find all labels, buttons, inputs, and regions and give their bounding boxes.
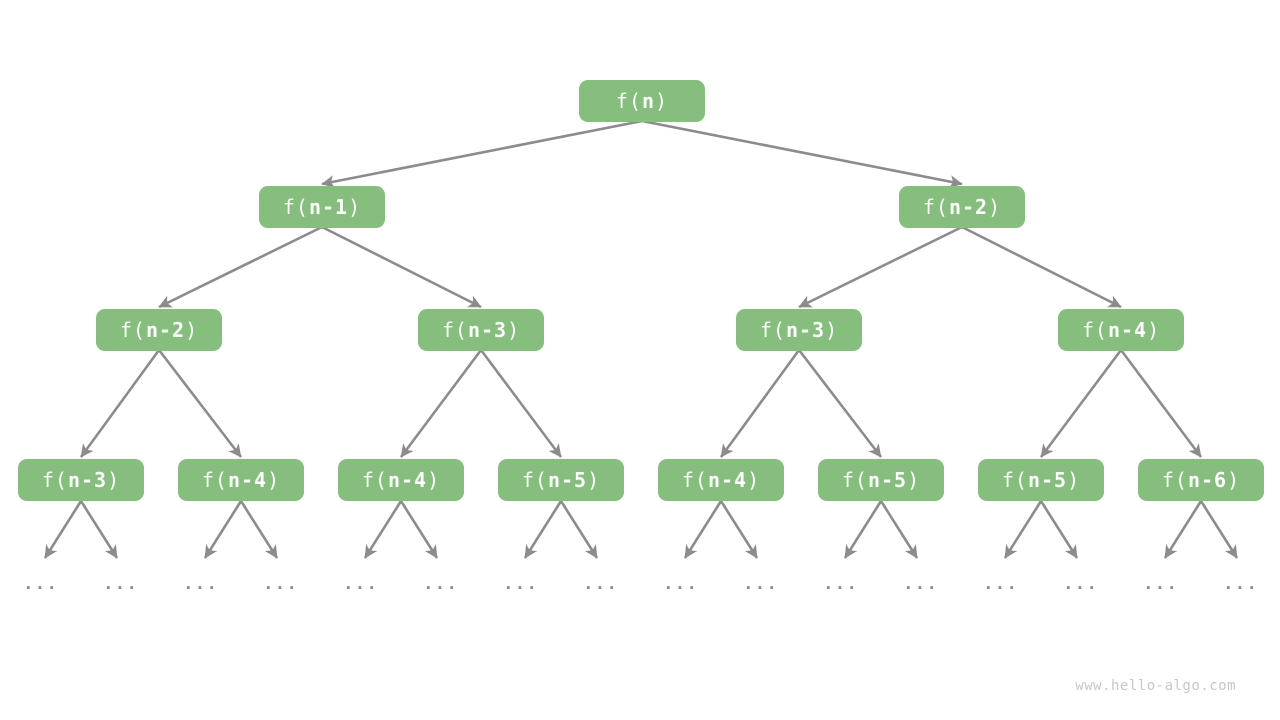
- tree-node: f(n-1): [259, 186, 385, 228]
- node-label: f(n-4): [362, 468, 440, 492]
- ellipsis-label: ...: [904, 574, 939, 593]
- ellipsis-label: ...: [1224, 574, 1259, 593]
- tree-node: f(n-2): [899, 186, 1025, 228]
- node-box: [736, 309, 862, 351]
- node-box: [96, 309, 222, 351]
- tree-node: f(n-5): [818, 459, 944, 501]
- node-box: [818, 459, 944, 501]
- tree-node: f(n): [579, 80, 705, 122]
- leaf-arrow: [843, 500, 883, 559]
- node-box: [18, 459, 144, 501]
- edge-arrow: [158, 225, 323, 309]
- node-label: f(n-2): [923, 195, 1001, 219]
- node-label: f(n-5): [1002, 468, 1080, 492]
- leaf-arrow: [683, 500, 723, 559]
- ellipsis-label: ...: [584, 574, 619, 593]
- ellipsis-label: ...: [344, 574, 379, 593]
- leaf-arrow: [43, 500, 83, 559]
- node-box: [1138, 459, 1264, 501]
- node-box: [579, 80, 705, 122]
- node-box: [259, 186, 385, 228]
- node-label: f(n-4): [682, 468, 760, 492]
- node-box: [418, 309, 544, 351]
- tree-node: f(n-5): [978, 459, 1104, 501]
- edge-arrow: [479, 349, 563, 458]
- ellipsis-label: ...: [1144, 574, 1179, 593]
- ellipsis-label: ...: [104, 574, 139, 593]
- leaf-arrow: [1163, 500, 1203, 559]
- node-label: f(n-4): [202, 468, 280, 492]
- node-box: [178, 459, 304, 501]
- ellipsis-label: ...: [744, 574, 779, 593]
- edge-arrow: [399, 349, 483, 458]
- node-label: f(n-5): [842, 468, 920, 492]
- ellipsis-label: ...: [504, 574, 539, 593]
- node-label: f(n-3): [760, 318, 838, 342]
- tree-node: f(n-4): [338, 459, 464, 501]
- node-box: [899, 186, 1025, 228]
- ellipsis-label: ...: [424, 574, 459, 593]
- tree-node: f(n-2): [96, 309, 222, 351]
- watermark: www.hello-algo.com: [1075, 678, 1236, 694]
- node-box: [1058, 309, 1184, 351]
- edge-arrow: [798, 225, 963, 309]
- node-label: f(n-4): [1082, 318, 1160, 342]
- edges-layer: [43, 119, 1239, 559]
- ellipsis-label: ...: [184, 574, 219, 593]
- ellipsis-layer: ........................................…: [24, 574, 1259, 593]
- node-label: f(n): [616, 89, 668, 113]
- leaf-arrow: [1199, 500, 1239, 559]
- ellipsis-label: ...: [984, 574, 1019, 593]
- node-box: [338, 459, 464, 501]
- edge-arrow: [641, 119, 963, 188]
- tree-node: f(n-4): [658, 459, 784, 501]
- nodes-layer: f(n) f(n-1) f(n-2) f(n-2) f(n-3) f(n-3) f(n-4)…: [18, 80, 1264, 501]
- edge-arrow: [719, 349, 801, 458]
- leaf-arrow: [523, 500, 563, 559]
- node-label: f(n-6): [1162, 468, 1240, 492]
- node-label: f(n-5): [522, 468, 600, 492]
- ellipsis-label: ...: [664, 574, 699, 593]
- ellipsis-label: ...: [824, 574, 859, 593]
- node-label: f(n-1): [283, 195, 361, 219]
- node-label: f(n-2): [120, 318, 198, 342]
- leaf-arrow: [559, 500, 599, 559]
- leaf-arrow: [879, 500, 919, 559]
- leaf-arrow: [79, 500, 119, 559]
- leaf-arrow: [363, 500, 403, 559]
- edge-arrow: [1039, 349, 1123, 458]
- tree-node: f(n-3): [736, 309, 862, 351]
- tree-node: f(n-4): [1058, 309, 1184, 351]
- tree-node: f(n-4): [178, 459, 304, 501]
- leaf-arrow: [399, 500, 439, 559]
- edge-arrow: [1119, 349, 1203, 458]
- ellipsis-label: ...: [264, 574, 299, 593]
- ellipsis-label: ...: [24, 574, 59, 593]
- tree-node: f(n-3): [18, 459, 144, 501]
- node-box: [658, 459, 784, 501]
- edge-arrow: [321, 119, 643, 188]
- tree-node: f(n-3): [418, 309, 544, 351]
- ellipsis-label: ...: [1064, 574, 1099, 593]
- node-box: [498, 459, 624, 501]
- edge-arrow: [961, 225, 1122, 309]
- tree-node: f(n-6): [1138, 459, 1264, 501]
- leaf-arrow: [203, 500, 243, 559]
- leaf-arrow: [1003, 500, 1043, 559]
- node-label: f(n-3): [442, 318, 520, 342]
- node-label: f(n-3): [42, 468, 120, 492]
- edge-arrow: [157, 349, 243, 458]
- leaf-arrow: [719, 500, 759, 559]
- node-box: [978, 459, 1104, 501]
- tree-node: f(n-5): [498, 459, 624, 501]
- edge-arrow: [321, 225, 482, 309]
- edge-arrow: [79, 349, 161, 458]
- leaf-arrow: [239, 500, 279, 559]
- edge-arrow: [797, 349, 883, 458]
- leaf-arrow: [1039, 500, 1079, 559]
